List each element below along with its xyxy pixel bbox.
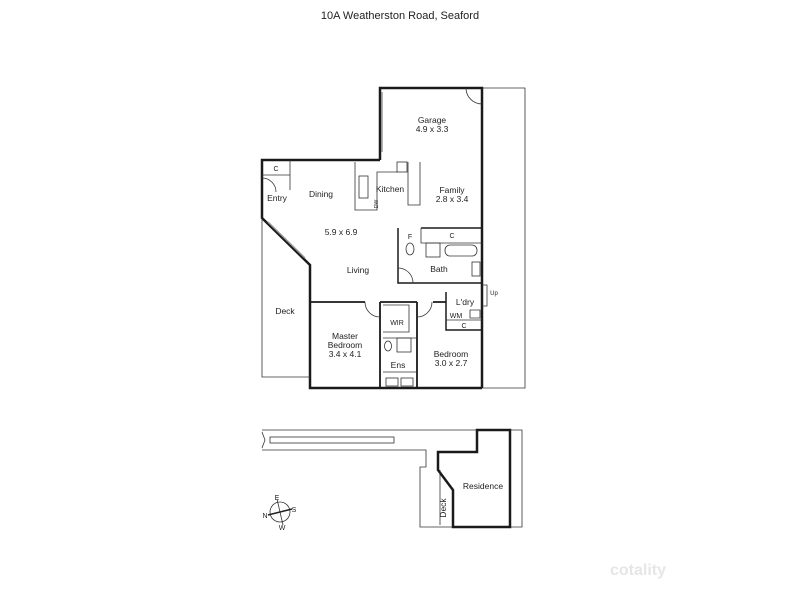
wir-label: WIR	[390, 320, 404, 327]
living-size: 5.9 x 6.9	[325, 227, 358, 237]
bath-door	[397, 267, 414, 284]
washing-machine-label: WM	[450, 313, 463, 320]
stairs-label: Up	[490, 291, 498, 297]
cooktop	[396, 161, 408, 173]
site-plan: Residence Deck	[261, 428, 523, 529]
sliding-door	[267, 221, 306, 259]
entry-door	[261, 177, 277, 193]
living-label: Living	[347, 265, 369, 275]
ens-toilet	[384, 340, 392, 352]
laundry-label: L'dry	[456, 297, 475, 307]
laundry-closet-label: C	[461, 323, 466, 330]
kitchen-label: Kitchen	[376, 184, 405, 194]
garage-walls	[378, 86, 484, 388]
dining-label: Dining	[309, 189, 333, 199]
deck-label: Deck	[275, 306, 295, 316]
compass-s: S	[292, 507, 297, 514]
lot-boundary	[482, 87, 526, 389]
bath-label: Bath	[430, 264, 448, 274]
entry-label: Entry	[267, 193, 288, 203]
sink	[358, 175, 369, 199]
bedroom-size: 3.0 x 2.7	[435, 358, 468, 368]
dishwasher-label: DW	[374, 200, 380, 209]
family-label: Family	[439, 185, 465, 195]
bath-closet-label: C	[449, 233, 454, 240]
bath-closet	[420, 228, 482, 244]
street-edge	[261, 431, 266, 449]
bedroom-walls	[310, 301, 446, 388]
garage-label: Garage	[418, 115, 447, 125]
ens-basin	[385, 377, 399, 387]
master-label-1: Master	[332, 331, 358, 341]
residence-label: Residence	[463, 481, 503, 491]
compass-needle-ns	[267, 508, 293, 516]
house-walls	[260, 158, 482, 390]
ensuite-label: Ens	[391, 360, 406, 370]
entry-closet	[262, 160, 291, 190]
laundry-walls	[445, 292, 482, 331]
bedroom-label: Bedroom	[434, 349, 469, 359]
master-size: 3.4 x 4.1	[329, 349, 362, 359]
plan-title: 10A Weatherston Road, Seaford	[320, 10, 480, 22]
compass-circle	[269, 501, 291, 523]
compass-n: N	[262, 513, 267, 520]
bath-walls	[397, 227, 482, 284]
compass-w: W	[279, 525, 286, 532]
garage-door	[465, 87, 483, 105]
driveway	[269, 436, 395, 444]
entry-closet-label: C	[273, 166, 278, 173]
watermark-logo: cotality	[610, 562, 667, 579]
compass: E N S W	[262, 495, 296, 532]
ens-shower	[396, 337, 412, 353]
shower	[425, 242, 441, 258]
laundry-fixtures	[446, 309, 482, 321]
fridge-label: F	[408, 234, 412, 241]
family-size: 2.8 x 3.4	[436, 194, 469, 204]
basin	[471, 261, 481, 277]
deck-outline	[261, 218, 310, 378]
compass-e: E	[275, 495, 280, 502]
kitchen-benches	[354, 162, 421, 211]
stairs	[482, 284, 488, 307]
residence-outline	[436, 428, 512, 529]
site-deck-label: Deck	[438, 498, 448, 518]
bedroom-doors	[364, 301, 433, 318]
master-label-2: Bedroom	[328, 340, 363, 350]
garage-size: 4.9 x 3.3	[416, 124, 449, 134]
toilet	[405, 242, 415, 256]
bathtub	[444, 244, 478, 257]
site-boundary	[262, 429, 523, 528]
ens-basin-2	[400, 377, 414, 387]
